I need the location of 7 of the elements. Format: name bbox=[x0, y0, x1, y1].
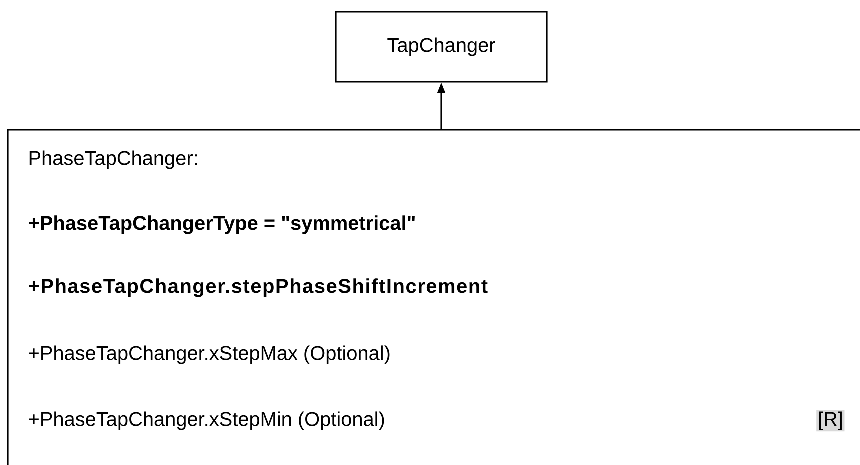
class-box: TapChanger bbox=[335, 11, 548, 83]
node-label: PhaseTapChanger: bbox=[30, 150, 198, 170]
node-label: +PhaseTapChanger.xStepMin (Optional) bbox=[29, 412, 384, 430]
node-label: +PhaseTapChanger.stepPhaseShiftIncrement bbox=[29, 278, 488, 298]
node-label: +PhaseTapChanger.xStepMax (Optional) bbox=[29, 346, 390, 364]
class-box: PhaseTapChanger: +PhaseTapChangerType = "symmetrical" +PhaseTapChanger.stepPhaseShiftIncrement +PhaseTapChanger.xStepMax (Optional) +PhaseTapChanger.xStepMin (Optional) [R] bbox=[7, 129, 860, 465]
node-label: +PhaseTapChangerType = "symmetrical" bbox=[29, 216, 415, 234]
